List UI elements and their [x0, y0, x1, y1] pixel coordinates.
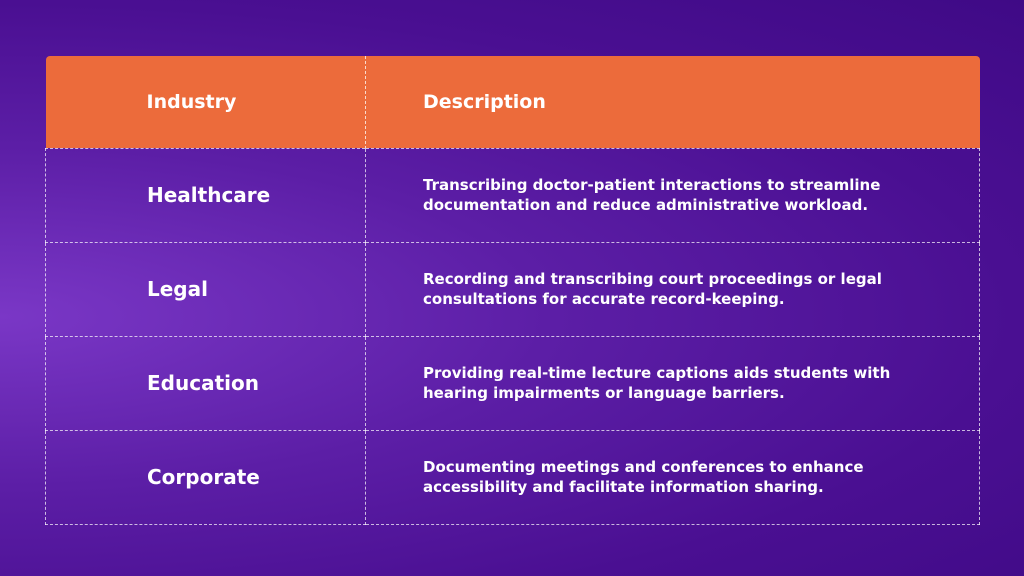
industry-cell: Healthcare — [45, 147, 366, 243]
description-line: documentation and reduce administrative … — [423, 196, 869, 214]
header-row: Industry Description — [45, 56, 980, 148]
table-body: Healthcare Transcribing doctor-patient i… — [45, 147, 980, 525]
description-line: consultations for accurate record-keepin… — [423, 290, 785, 308]
description-cell: Providing real-time lecture captions aid… — [365, 335, 980, 431]
table-row: Legal Recording and transcribing court p… — [45, 241, 980, 337]
description-line: Documenting meetings and conferences to … — [423, 458, 864, 476]
industry-table-container: Industry Description Healthcare Transcri… — [45, 56, 980, 525]
header-industry: Industry — [45, 56, 366, 148]
industry-cell: Education — [45, 335, 366, 431]
table-row: Corporate Documenting meetings and confe… — [45, 429, 980, 525]
description-line: accessibility and facilitate information… — [423, 478, 824, 496]
description-cell: Transcribing doctor-patient interactions… — [365, 147, 980, 243]
industry-cell: Corporate — [45, 429, 366, 525]
industry-table: Industry Description Healthcare Transcri… — [45, 56, 980, 525]
header-description: Description — [365, 56, 980, 148]
description-line: Recording and transcribing court proceed… — [423, 270, 882, 288]
description-line: hearing impairments or language barriers… — [423, 384, 785, 402]
description-line: Transcribing doctor-patient interactions… — [423, 176, 881, 194]
description-line: Providing real-time lecture captions aid… — [423, 364, 891, 382]
table-header: Industry Description — [45, 56, 980, 148]
description-cell: Documenting meetings and conferences to … — [365, 429, 980, 525]
table-row: Healthcare Transcribing doctor-patient i… — [45, 147, 980, 243]
table-row: Education Providing real-time lecture ca… — [45, 335, 980, 431]
description-cell: Recording and transcribing court proceed… — [365, 241, 980, 337]
industry-cell: Legal — [45, 241, 366, 337]
